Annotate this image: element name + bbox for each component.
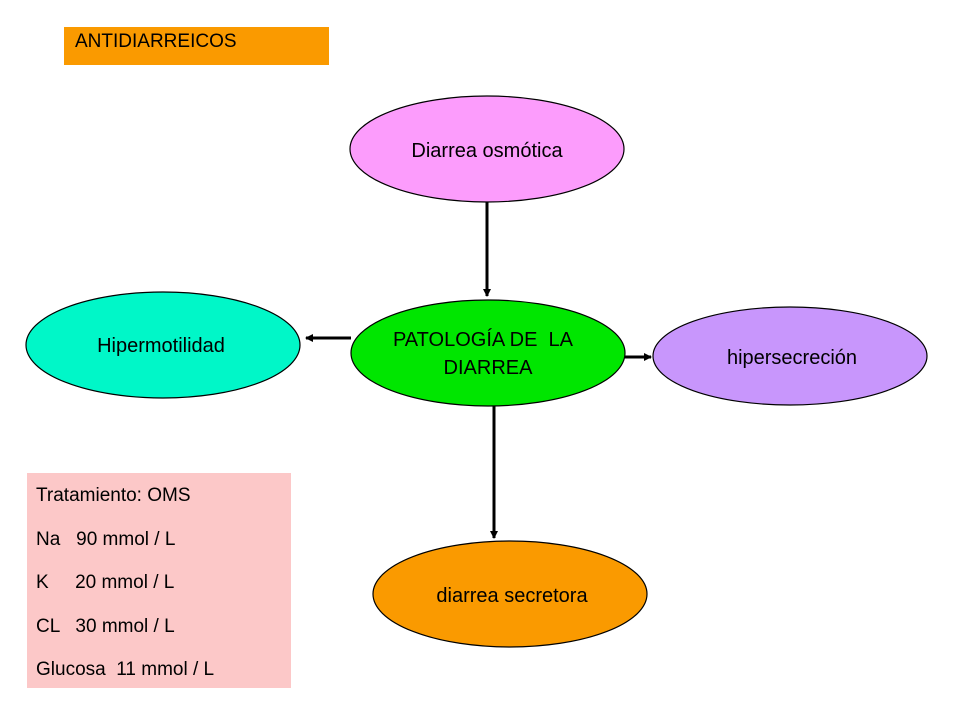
treatment-glucose: Glucosa 11 mmol / L (36, 659, 215, 680)
treatment-chloride: CL 30 mmol / L (36, 615, 175, 637)
node-hipermotilidad-shape (25, 291, 301, 399)
node-diarrea-secretora-label: diarrea secretora (436, 585, 588, 607)
treatment-sodium: Na 90 mmol / L (36, 528, 176, 550)
title-box: ANTIDIARREICOS (64, 27, 329, 65)
node-hipersecrecion-shape (652, 306, 928, 406)
node-patologia-diarrea: PATOLOGÍA DE LA DIARREA (350, 299, 626, 407)
node-hipersecrecion: hipersecreción (652, 306, 928, 406)
node-diarrea-secretora: diarrea secretora (372, 540, 648, 648)
node-patologia-diarrea-shape (350, 299, 626, 407)
treatment-box: Tratamiento: OMS Na 90 mmol / L K 20 mmo… (27, 473, 291, 688)
treatment-title: Tratamiento: OMS (36, 485, 191, 506)
node-patologia-diarrea-label-line1: PATOLOGÍA DE LA (393, 328, 574, 351)
node-hipermotilidad: Hipermotilidad (25, 291, 301, 399)
node-diarrea-osmotica: Diarrea osmótica (349, 95, 625, 203)
node-hipersecrecion-label: hipersecreción (727, 347, 857, 369)
treatment-potassium: K 20 mmol / L (36, 572, 175, 593)
node-diarrea-osmotica-label: Diarrea osmótica (411, 140, 563, 162)
node-diarrea-osmotica-shape (349, 95, 625, 203)
node-hipermotilidad-label: Hipermotilidad (97, 335, 225, 357)
node-diarrea-secretora-shape (372, 540, 648, 648)
node-patologia-diarrea-label-line2: DIARREA (444, 357, 534, 379)
